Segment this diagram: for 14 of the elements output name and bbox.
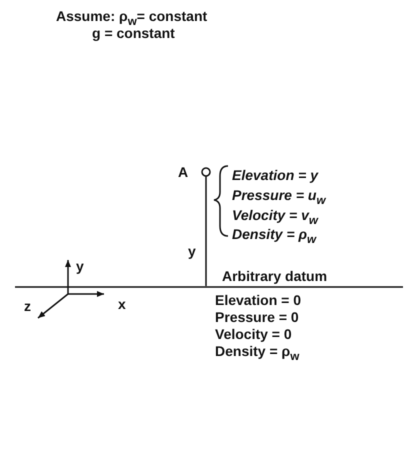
point-label: A: [178, 164, 188, 180]
property-text: Density = ρ$_{w}$: [232, 226, 316, 248]
datum-label: Arbitrary datum: [222, 268, 328, 284]
axis-label: y: [76, 258, 84, 274]
axis-label: z: [24, 298, 31, 314]
property-text: Velocity = 0: [215, 326, 292, 342]
property-text: Elevation = 0: [215, 292, 301, 308]
property-text: Pressure = 0: [215, 309, 299, 325]
axis-label: x: [118, 296, 126, 312]
property-text: Density = ρ$_{w}$: [215, 343, 300, 365]
property-text: Velocity = v$_{w}$: [232, 207, 318, 228]
property-text: Pressure = u$_{w}$: [232, 187, 326, 209]
property-text: Elevation = y: [232, 167, 318, 183]
dimension-label: y: [188, 243, 196, 259]
